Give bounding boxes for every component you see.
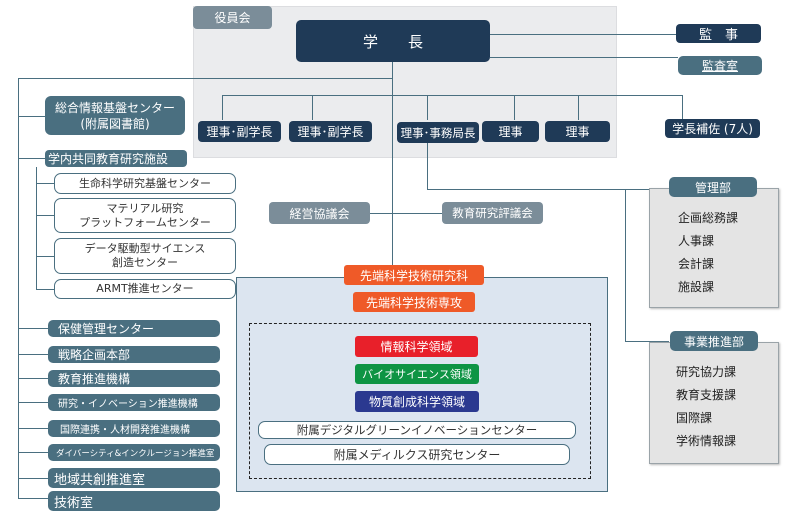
connector <box>222 95 223 120</box>
section-item[interactable]: 会計課 <box>678 257 715 271</box>
board-label: 役員会 <box>193 6 272 29</box>
connector <box>427 95 428 120</box>
connector <box>18 116 45 117</box>
connector <box>36 215 54 216</box>
facility-box[interactable]: マテリアル研究 プラットフォームセンター <box>54 198 236 233</box>
connector <box>222 95 682 96</box>
connector <box>392 62 393 277</box>
division-box[interactable]: 情報科学領域 <box>355 336 478 357</box>
office-box[interactable]: 技術室 <box>48 491 220 511</box>
connector <box>312 95 313 120</box>
office-box[interactable]: 研究・イノベーション推進機構 <box>48 394 220 411</box>
office-box[interactable]: 教育推進機構 <box>48 370 220 387</box>
attached-center-box[interactable]: 附属デジタルグリーンイノベーションセンター <box>258 421 576 439</box>
education-research-council-box[interactable]: 教育研究評議会 <box>442 202 543 224</box>
director-box[interactable]: 理事･副学長 <box>198 121 281 142</box>
connector <box>427 143 428 189</box>
management-council-box[interactable]: 経営協議会 <box>269 202 370 224</box>
connector <box>514 95 515 120</box>
connector <box>370 213 442 214</box>
connector <box>18 78 19 498</box>
connector <box>18 428 48 429</box>
connector <box>490 34 676 35</box>
facility-label: 創造センター <box>112 256 178 269</box>
director-box[interactable]: 理事 <box>482 121 539 142</box>
connector <box>36 167 37 289</box>
divisions-frame <box>249 323 591 479</box>
major-label[interactable]: 先端科学技術専攻 <box>353 292 475 312</box>
connector <box>18 354 48 355</box>
facility-label: 生命科学研究基盤センター <box>79 176 211 190</box>
connector <box>36 256 54 257</box>
section-item[interactable]: 企画総務課 <box>678 211 739 225</box>
connector <box>18 328 48 329</box>
connector <box>18 402 48 403</box>
attached-center-box[interactable]: 附属メディルクス研究センター <box>264 444 570 465</box>
department-label[interactable]: 管理部 <box>669 177 757 197</box>
director-box[interactable]: 理事･副学長 <box>289 121 372 142</box>
office-box[interactable]: ダイバーシティ&インクルージョン推進室 <box>48 444 220 461</box>
section-item[interactable]: 施設課 <box>678 280 715 294</box>
connector <box>578 95 579 120</box>
connector <box>490 57 678 58</box>
office-box[interactable]: 戦略企画本部 <box>48 346 220 363</box>
connector <box>36 289 54 290</box>
office-box[interactable]: 保健管理センター <box>48 320 220 337</box>
director-box[interactable]: 理事 <box>545 121 610 142</box>
facility-label: マテリアル研究 <box>106 201 184 215</box>
section-item[interactable]: 国際課 <box>676 411 713 425</box>
facility-label: データ駆動型サイエンス <box>84 242 206 255</box>
division-box[interactable]: 物質創成科学領域 <box>355 391 479 412</box>
connector <box>18 498 48 499</box>
connector <box>18 158 45 159</box>
office-box[interactable]: 地域共創推進室 <box>48 468 220 488</box>
president-assistants-box[interactable]: 学長補佐 (7人) <box>665 119 760 138</box>
connector <box>36 183 54 184</box>
connector <box>427 189 669 190</box>
facility-box[interactable]: ARMT推進センター <box>54 279 236 299</box>
connector <box>682 95 683 120</box>
connector <box>18 452 48 453</box>
connector <box>18 78 392 79</box>
shared-facilities-box[interactable]: 学内共同教育研究施設 <box>45 150 187 167</box>
facility-box[interactable]: データ駆動型サイエンス 創造センター <box>54 238 236 274</box>
department-sections: 研究協力課 教育支援課 国際課 学術情報課 <box>676 361 736 453</box>
facility-box[interactable]: 生命科学研究基盤センター <box>54 173 236 194</box>
connector <box>18 478 48 479</box>
president-box[interactable]: 学 長 <box>296 20 490 62</box>
office-box[interactable]: 国際連携・人材開発推進機構 <box>48 420 220 437</box>
info-center-label: 総合情報基盤センター <box>54 100 175 115</box>
section-item[interactable]: 教育支援課 <box>676 388 737 402</box>
section-item[interactable]: 研究協力課 <box>676 365 737 379</box>
audit-office-box[interactable]: 監査室 <box>678 56 762 75</box>
connector <box>625 189 626 341</box>
auditor-box[interactable]: 監 事 <box>676 24 761 43</box>
facility-label: プラットフォームセンター <box>79 215 211 229</box>
director-box[interactable]: 理事･事務局長 <box>397 122 479 143</box>
section-item[interactable]: 学術情報課 <box>676 434 737 448</box>
info-center-sublabel: (附属図書館) <box>80 116 150 131</box>
graduate-school-label[interactable]: 先端科学技術研究科 <box>344 265 484 285</box>
section-item[interactable]: 人事課 <box>678 234 715 248</box>
department-label[interactable]: 事業推進部 <box>670 331 758 351</box>
facility-label: ARMT推進センター <box>96 282 194 295</box>
department-sections: 企画総務課 人事課 会計課 施設課 <box>678 207 738 299</box>
connector <box>18 378 48 379</box>
connector <box>625 341 669 342</box>
info-center-box[interactable]: 総合情報基盤センター (附属図書館) <box>45 96 185 135</box>
division-box[interactable]: バイオサイエンス領域 <box>355 364 479 384</box>
